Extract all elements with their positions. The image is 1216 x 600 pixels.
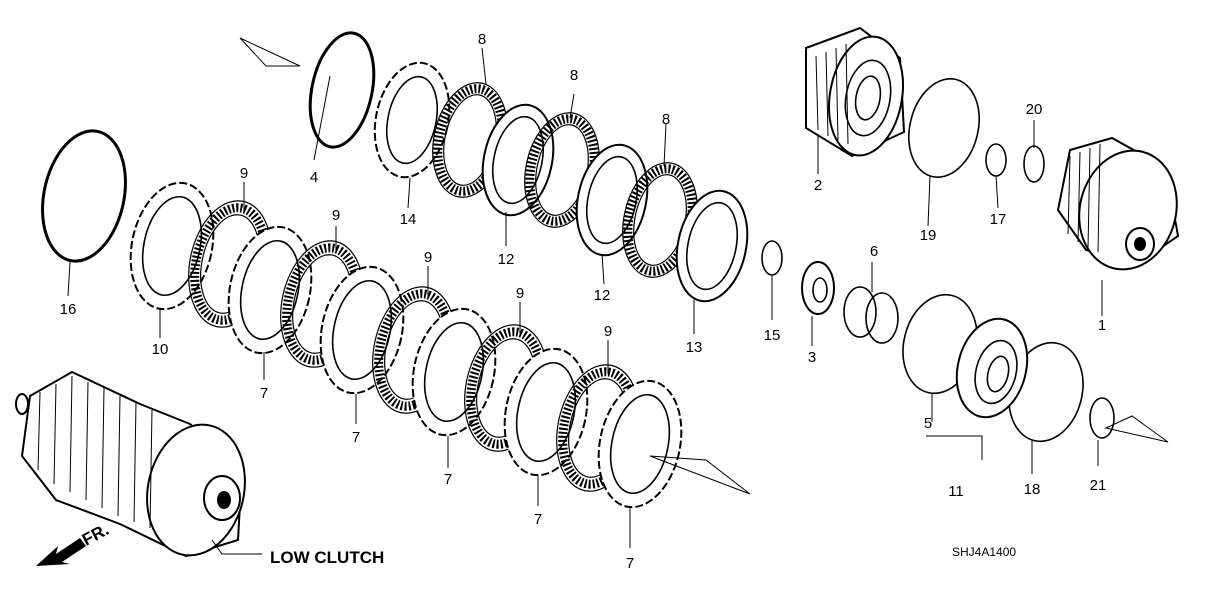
callout-8-a: 8 [478, 31, 486, 48]
callout-8-b: 8 [570, 67, 578, 84]
callout-7-c: 7 [444, 471, 452, 488]
low-clutch-assembly [15, 370, 246, 558]
callout-9-d: 9 [516, 285, 524, 302]
callout-3: 3 [808, 349, 816, 366]
callout-12-b: 12 [594, 287, 611, 304]
callout-14: 14 [400, 211, 417, 228]
callout-11: 11 [948, 483, 964, 500]
callout-9-a: 9 [240, 165, 248, 182]
part-10-plate [129, 181, 215, 311]
callout-17: 17 [990, 211, 1007, 228]
front-arrow-icon: FR. [36, 520, 112, 566]
part-6-spring-b [865, 292, 899, 344]
callout-10: 10 [152, 341, 169, 358]
part-4-ring [308, 31, 376, 149]
part-15-ring [761, 240, 783, 276]
callout-1: 1 [1098, 317, 1106, 334]
callout-7-b: 7 [352, 429, 360, 446]
part-11-piston [955, 317, 1029, 419]
part-6-spring-a [843, 286, 877, 338]
callout-5: 5 [924, 415, 932, 432]
callout-2: 2 [814, 177, 822, 194]
part-1-clutch-housing [1056, 136, 1180, 271]
part-3-ring [801, 261, 835, 315]
callout-7-d: 7 [534, 511, 542, 528]
callout-21: 21 [1090, 477, 1107, 494]
diagram-code: SHJ4A1400 [952, 545, 1016, 559]
callout-7-e: 7 [626, 555, 634, 572]
callout-20: 20 [1026, 101, 1043, 118]
part-7-plate-2 [319, 265, 405, 395]
part-7-plate-4 [503, 347, 589, 477]
part-19-o-ring [908, 77, 980, 179]
callout-8-c: 8 [662, 111, 670, 128]
callout-9-c: 9 [424, 249, 432, 266]
part-13-end-plate [675, 189, 749, 303]
part-17-ring [985, 143, 1007, 177]
callout-19: 19 [920, 227, 937, 244]
callout-9-e: 9 [604, 323, 612, 340]
part-20-ring [1023, 145, 1045, 183]
callout-12-a: 12 [498, 251, 515, 268]
callout-6: 6 [870, 243, 878, 260]
part-2-clutch-drum [805, 26, 906, 158]
callout-13: 13 [686, 339, 703, 356]
part-12-plate-1 [481, 103, 555, 217]
part-21-ring [1089, 397, 1115, 439]
part-16-snap-ring [41, 129, 127, 263]
callout-9-b: 9 [332, 207, 340, 224]
part-7-plate-3 [411, 307, 497, 437]
part-12-plate-2 [575, 143, 649, 257]
callout-15: 15 [764, 327, 781, 344]
part-7-plate-5 [597, 379, 683, 509]
leader-lines [67, 37, 1169, 555]
callout-4: 4 [310, 169, 318, 186]
low-clutch-label: LOW CLUTCH [270, 548, 384, 567]
callout-16: 16 [60, 301, 77, 318]
part-7-plate-1 [227, 225, 313, 355]
callout-18: 18 [1024, 481, 1041, 498]
callout-7-a: 7 [260, 385, 268, 402]
